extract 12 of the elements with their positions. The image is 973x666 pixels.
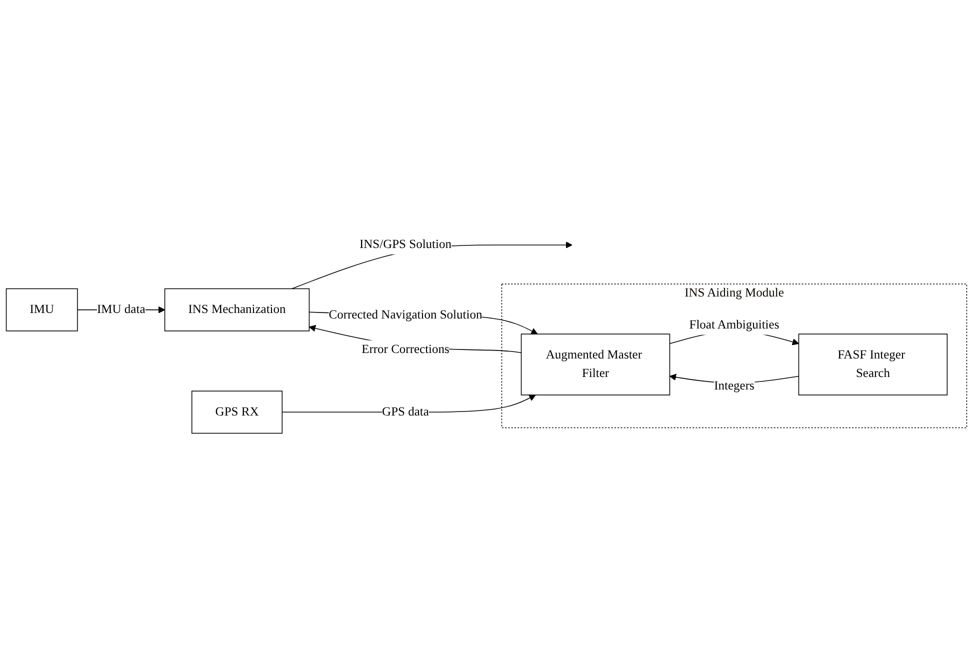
node-box: Augmented Master Filter <box>520 333 670 396</box>
edge-label: Error Corrections <box>362 342 450 356</box>
edge-label: Float Ambiguities <box>689 318 780 332</box>
edge-label: INS/GPS Solution <box>359 238 452 251</box>
node-box: INS Mechanization <box>164 288 310 332</box>
node-box: GPS RX <box>191 390 283 434</box>
edge-label: Corrected Navigation Solution <box>328 308 482 322</box>
edge-label: Integers <box>714 379 754 392</box>
node-box: IMU <box>6 288 78 332</box>
edge-label: IMU data <box>97 302 146 316</box>
node-box: FASF Integer Search <box>798 333 948 396</box>
edge-label: GPS data <box>382 404 429 418</box>
